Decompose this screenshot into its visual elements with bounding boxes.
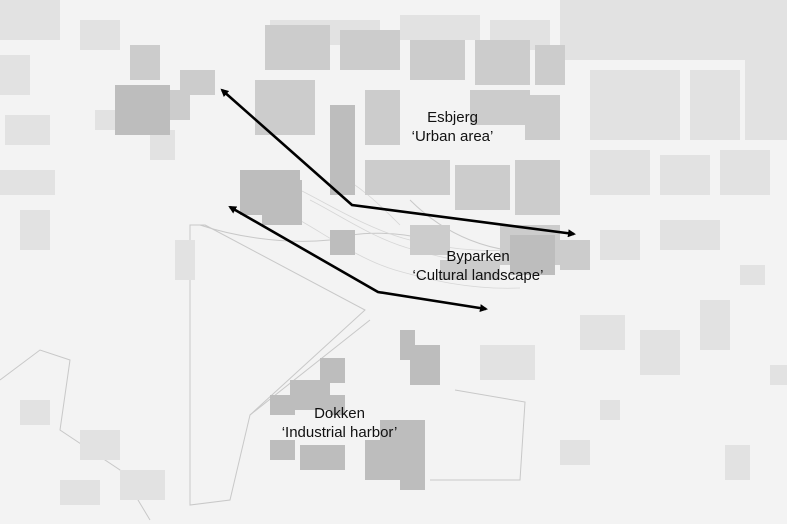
label-dokken-name: Dokken [314, 405, 365, 422]
label-byparken-name: Byparken [446, 248, 510, 265]
arrow-to-harbor-and-park [228, 205, 488, 313]
label-dokken-type: ‘Industrial harbor’ [281, 424, 398, 441]
label-esbjerg: Esbjerg ‘Urban area’ [405, 108, 500, 146]
arrow-to-city-and-east [220, 88, 576, 238]
label-byparken-type: ‘Cultural landscape’ [412, 267, 544, 284]
arrows [220, 88, 576, 313]
label-esbjerg-type: ‘Urban area’ [411, 128, 494, 145]
label-esbjerg-name: Esbjerg [427, 109, 478, 126]
label-byparken: Byparken ‘Cultural landscape’ [398, 247, 558, 285]
label-dokken: Dokken ‘Industrial harbor’ [262, 404, 417, 442]
